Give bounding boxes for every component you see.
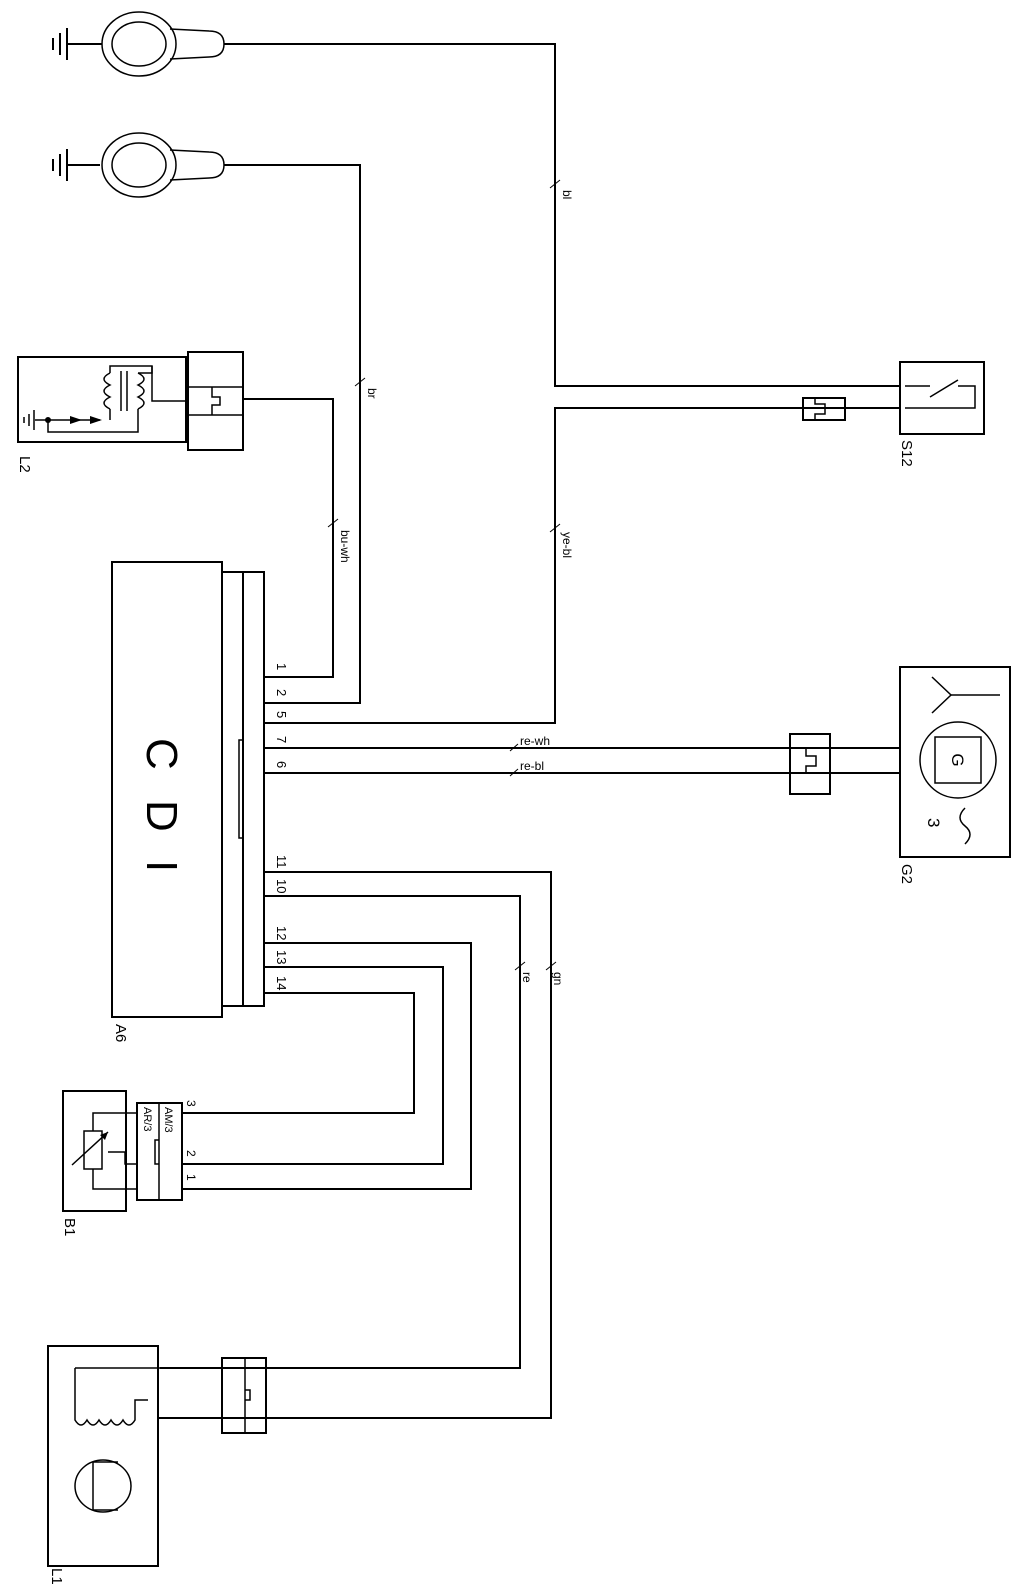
b1-connector-ar: AR/3 <box>141 1107 153 1131</box>
wire-pin13 <box>182 966 444 1165</box>
cdi-letter-i: I <box>137 860 186 872</box>
wire-labels: bl br bu-wh ye-bl re-wh re-bl re gn <box>338 190 574 985</box>
wire-label-bl: bl <box>560 190 574 199</box>
ignition-coil-l2: L2 <box>16 356 187 473</box>
ground-eyelet-1 <box>52 11 225 77</box>
g2-ref-label: G2 <box>898 864 915 884</box>
l2-connector <box>187 351 244 451</box>
lamp-l1: L1 <box>47 1345 160 1585</box>
cdi-pin-1: 1 <box>274 663 289 670</box>
wire-bu-wh <box>243 398 334 678</box>
wires <box>147 43 920 1419</box>
wire-bl <box>224 43 905 387</box>
a6-ref-label: A6 <box>112 1024 129 1042</box>
cdi-pin-11: 11 <box>274 855 289 869</box>
cdi-pin-2: 2 <box>274 689 289 696</box>
cdi-pin-5: 5 <box>274 711 289 718</box>
wire-label-re-bl: re-bl <box>520 759 544 773</box>
ground-eyelet-2 <box>52 132 225 198</box>
switch-s12: S12 <box>898 361 985 467</box>
cdi-unit-a6: C D I A6 <box>111 561 265 1042</box>
cdi-pin-13: 13 <box>274 950 289 964</box>
g2-connector <box>789 733 831 795</box>
cdi-pin-7: 7 <box>274 736 289 743</box>
cdi-pin-6: 6 <box>274 761 289 768</box>
wire-ticks <box>327 179 561 971</box>
l2-ref-label: L2 <box>16 456 33 473</box>
l1-connector <box>221 1357 267 1434</box>
cdi-pin-labels: 1 2 5 7 6 11 10 12 13 14 <box>274 663 289 990</box>
s12-ref-label: S12 <box>898 440 915 467</box>
wire-re <box>160 895 521 1369</box>
wire-label-br: br <box>365 388 379 399</box>
wire-label-re: re <box>520 972 534 983</box>
g2-phase: 3 <box>924 818 943 827</box>
b1-connector: AM/3 AR/3 3 2 1 <box>136 1100 198 1201</box>
b1-pin-3: 3 <box>184 1100 198 1107</box>
cdi-pin-10: 10 <box>274 879 289 893</box>
cdi-letter-c: C <box>137 738 186 770</box>
wire-label-gn: gn <box>551 972 565 985</box>
b1-pin-1: 1 <box>184 1174 198 1181</box>
wire-label-re-wh: re-wh <box>520 734 550 748</box>
wire-pin12 <box>182 942 472 1190</box>
cdi-pin-14: 14 <box>274 976 289 990</box>
cdi-pin-12: 12 <box>274 926 289 940</box>
wire-ye-bl <box>265 407 905 724</box>
wire-pin14 <box>182 992 415 1114</box>
l1-ref-label: L1 <box>48 1568 65 1585</box>
wire-br <box>224 164 361 704</box>
cdi-letter-d: D <box>137 800 186 832</box>
wire-label-ye-bl: ye-bl <box>560 532 574 558</box>
wire-label-bu-wh: bu-wh <box>338 530 352 563</box>
sensor-b1: B1 <box>61 1090 137 1236</box>
b1-ref-label: B1 <box>61 1218 78 1236</box>
b1-pin-2: 2 <box>184 1150 198 1157</box>
b1-connector-am: AM/3 <box>162 1107 174 1133</box>
g2-symbol: G <box>948 753 967 766</box>
s12-connector <box>802 397 846 421</box>
generator-g2: G 3 G2 <box>898 666 1011 884</box>
